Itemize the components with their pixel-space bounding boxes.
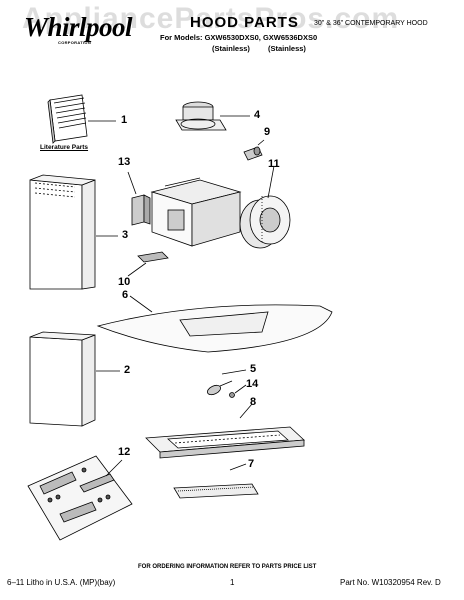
light-bulb-drawing [207, 369, 247, 398]
callout-10: 10 [118, 276, 131, 288]
grease-filter-drawing [173, 463, 259, 499]
hardware-kit-drawing [27, 455, 133, 541]
lower-duct-cover-drawing [29, 331, 120, 427]
brand-subtext: CORPORATION [58, 40, 92, 45]
page-title: HOOD PARTS [190, 14, 299, 31]
litho-info: 6–11 Litho in U.S.A. (MP)(bay) [7, 578, 116, 587]
part-number: Part No. W10320954 Rev. D [340, 578, 441, 587]
bracket-drawing [127, 251, 169, 277]
literature-parts-label: Literature Parts [40, 144, 89, 151]
callout-12: 12 [118, 446, 131, 458]
callout-5: 5 [250, 363, 257, 375]
callout-13: 13 [118, 156, 131, 168]
finish-label-1: (Stainless) [212, 44, 250, 53]
hood-bottom-panel-drawing [145, 403, 305, 459]
callout-2: 2 [124, 364, 131, 376]
ordering-note: FOR ORDERING INFORMATION REFER TO PARTS … [138, 564, 317, 570]
blower-housing-drawing [150, 177, 242, 247]
damper-transition-drawing [175, 101, 250, 131]
page-number: 1 [230, 578, 235, 587]
callout-8: 8 [250, 396, 257, 408]
model-numbers: For Models: GXW6530DXS0, GXW6536DXS0 [160, 33, 318, 42]
switch-drawing [127, 171, 151, 226]
blower-wheel-drawing [239, 165, 291, 249]
callout-11: 11 [268, 158, 280, 170]
brand-logo: Whirlpool [24, 12, 133, 42]
callout-9: 9 [264, 126, 271, 138]
page-subtitle: 30" & 36" CONTEMPORARY HOOD [314, 20, 428, 27]
callout-6: 6 [122, 289, 129, 301]
callout-4: 4 [254, 109, 261, 121]
glass-canopy-drawing [96, 295, 333, 353]
upper-duct-cover-drawing [29, 174, 118, 290]
watermark: AppliancePartsPros.com [22, 2, 400, 35]
callout-14: 14 [246, 378, 259, 390]
finish-label-2: (Stainless) [268, 44, 306, 53]
literature-parts-drawing [47, 94, 116, 144]
capacitor-drawing [243, 139, 265, 161]
callout-7: 7 [248, 458, 255, 470]
callout-1: 1 [121, 114, 128, 126]
callout-3: 3 [122, 229, 129, 241]
